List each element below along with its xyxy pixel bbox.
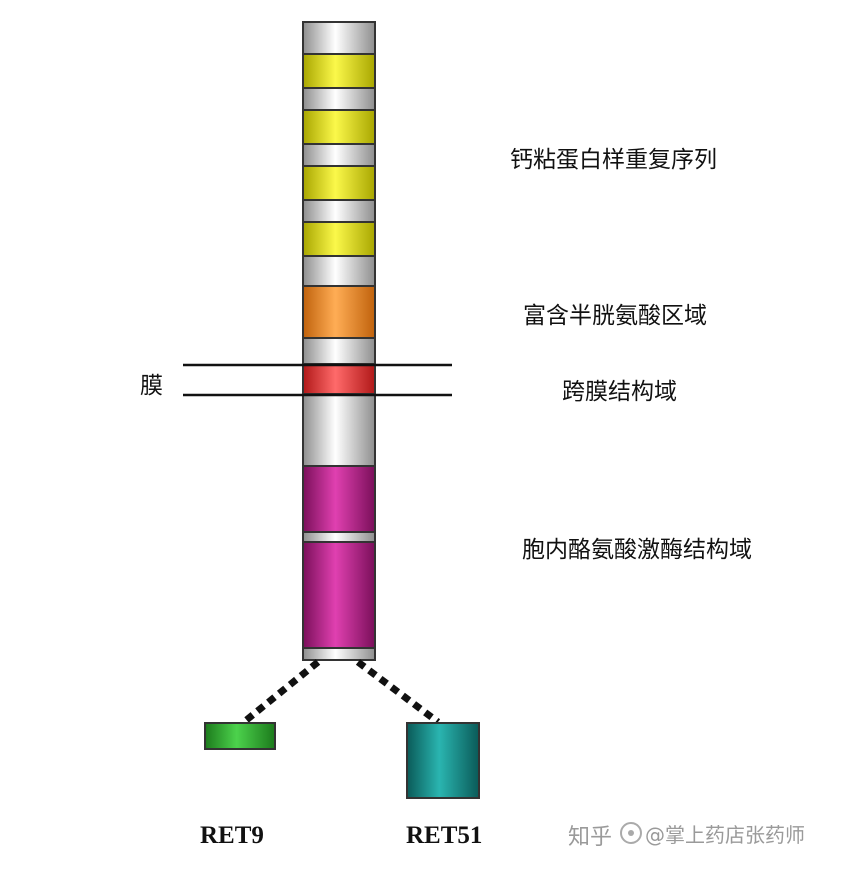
ret9-tail: [204, 722, 276, 750]
cysteine-rich-domain: [302, 285, 376, 339]
label-transmembrane: 跨膜结构域: [562, 379, 677, 405]
watermark-icon: [620, 822, 642, 844]
tyrosine-kinase-domain: [302, 465, 376, 661]
label-kinase-domain: 胞内酪氨酸激酶结构域: [522, 537, 752, 563]
label-cadherin-repeats: 钙粘蛋白样重复序列: [510, 147, 717, 173]
cadherin-repeats: [302, 21, 376, 287]
label-membrane: 膜: [140, 373, 163, 399]
label-ret9: RET9: [200, 822, 264, 849]
watermark-author: @掌上药店张药师: [645, 823, 805, 847]
ret51-tail: [406, 722, 480, 799]
juxtamembrane-segment: [302, 393, 376, 467]
transmembrane-domain: [302, 363, 376, 395]
isoform-connectors: [241, 659, 441, 725]
membrane-lines: [183, 363, 452, 397]
watermark-brand: 知乎: [568, 825, 613, 850]
linker-segment: [302, 337, 376, 365]
label-cysteine-rich: 富含半胱氨酸区域: [523, 303, 707, 329]
label-ret51: RET51: [406, 822, 483, 849]
